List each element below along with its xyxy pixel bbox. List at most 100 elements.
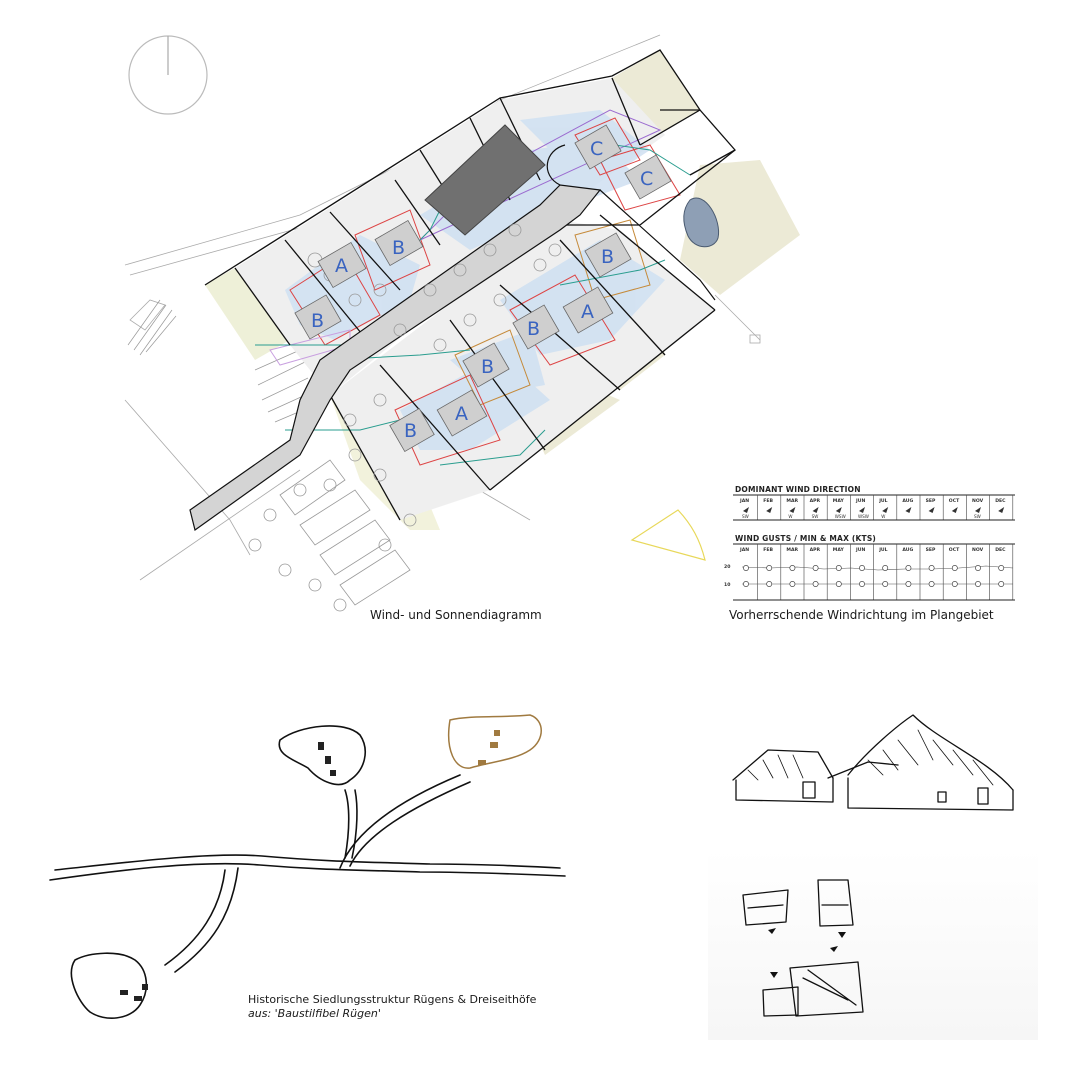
wind-arrow-icon (789, 507, 796, 513)
wind-month-label: MAR (786, 498, 798, 504)
wind-gust-dot (928, 565, 935, 571)
lot-labels: A B B B A B B A B C C (311, 138, 653, 442)
wind-month-label: JUN (855, 498, 865, 504)
farm-buildings (120, 742, 336, 1001)
wind-month-label: JUN (855, 547, 865, 553)
wind-direction-label: WSW (858, 514, 869, 519)
wind-arrow-icon (882, 507, 889, 513)
wind-month-label: NOV (972, 498, 984, 504)
wind-gust-dot (766, 581, 773, 587)
caption-source: 'Baustilfibel Rügen' (274, 1007, 381, 1020)
farmhouse-roof (732, 749, 834, 781)
parking (279, 459, 411, 606)
wind-month-label: MAY (833, 547, 845, 553)
site-plan-caption: Wind- und Sonnendiagramm (370, 608, 542, 622)
wind-gust-dot (998, 581, 1005, 587)
wind-gust-dot (789, 565, 796, 571)
farm-plan-box (817, 879, 854, 927)
lot-label: A (455, 403, 468, 425)
wind-gust-dot (975, 565, 981, 571)
wind-arrow-icon (743, 507, 749, 513)
wind-month-label: NOV (972, 547, 984, 553)
wind-gust-dot (951, 581, 958, 587)
wind-month-row-gusts: JAN FEB MAR APR MAY JUN JUL AUG SEP OCT NOV DEC (739, 544, 1014, 600)
settlement-caption-title: Historische Siedlungsstruktur Rügens & D… (248, 993, 537, 1006)
wind-month-label: AUG (902, 547, 913, 553)
farmhouse-roof (827, 761, 899, 779)
wind-gust-dot (905, 565, 912, 571)
wind-month-label: APR (810, 547, 821, 553)
farm-buildings (478, 730, 500, 765)
lot-label: A (581, 301, 594, 323)
farmhouse-wall (735, 777, 834, 803)
branch-road (164, 867, 239, 973)
wind-direction-label: SW (974, 514, 981, 519)
wind-month-label: DEC (995, 547, 1006, 553)
wind-arrow-icon (951, 507, 958, 513)
wind-direction-label: W (881, 514, 885, 519)
wind-month-label: DEC (995, 498, 1006, 504)
lot-label: B (392, 237, 405, 259)
village-outline (278, 725, 366, 786)
wind-direction-label: WSW (835, 514, 846, 519)
wind-month-label: FEB (763, 547, 773, 553)
wind-month-label: AUG (902, 498, 913, 504)
wind-month-label: FEB (763, 498, 773, 504)
farm-plan-box (762, 986, 799, 1017)
village-outline (70, 952, 148, 1019)
wind-month-label: JUL (878, 498, 887, 504)
wind-month-label: JUL (878, 547, 887, 553)
lot-label: C (640, 168, 653, 190)
wind-month-label: MAR (786, 547, 798, 553)
wind-gust-dot (951, 565, 958, 571)
wind-direction-label: SW (742, 514, 749, 519)
wind-axis-value: 20 (724, 564, 730, 570)
lot-label: B (481, 356, 494, 378)
site-plan: A B B B A B B A B C C DOMINANT WIND DIRE… (124, 34, 1015, 612)
wind-month-label: SEP (926, 547, 936, 553)
wind-month-label: OCT (949, 547, 960, 553)
entrance-markers (768, 928, 846, 978)
wind-gust-dot (928, 581, 935, 587)
wind-arrow-icon (859, 507, 865, 513)
settlement-caption-source: aus: 'Baustilfibel Rügen' (248, 1007, 536, 1021)
wind-direction-title: DOMINANT WIND DIRECTION (735, 485, 861, 494)
wind-gust-dot (905, 581, 912, 587)
wind-axis-value: 10 (724, 582, 730, 588)
wind-gusts-title: WIND GUSTS / MIN & MAX (KTS) (735, 534, 876, 543)
farm-plan-box (789, 961, 864, 1017)
wind-gust-dot (743, 581, 749, 587)
access-road (189, 144, 716, 532)
village-outline (448, 714, 542, 769)
wind-month-label: OCT (949, 498, 960, 504)
wind-table: DOMINANT WIND DIRECTION JAN SW FEB MAR W APR S… (724, 485, 1015, 601)
lot-label: C (590, 138, 603, 160)
wind-arrow-icon (835, 507, 842, 513)
wind-month-label: MAY (833, 498, 845, 504)
lot-label: B (527, 318, 540, 340)
wind-direction-label: W (788, 514, 792, 519)
lot-label: B (601, 246, 614, 268)
farmstead-sketch (732, 714, 1014, 1017)
wind-gust-dot (789, 581, 796, 587)
wind-month-label: SEP (926, 498, 936, 504)
wind-month-label: JAN (739, 547, 749, 553)
branch-road (339, 774, 471, 869)
wind-month-label: APR (810, 498, 821, 504)
wind-gust-dot (743, 565, 749, 571)
branch-road (344, 789, 358, 859)
existing-building (424, 124, 546, 236)
lot-label: B (404, 420, 417, 442)
farmhouse-roof (847, 714, 1014, 791)
wind-gust-dot (859, 565, 865, 571)
wind-gust-dot (882, 565, 889, 571)
wind-table-caption: Vorherrschende Windrichtung im Plangebie… (729, 608, 994, 622)
farmhouse-wall (847, 777, 1014, 811)
wind-arrow-icon (766, 507, 773, 513)
wind-gust-dot (975, 581, 981, 587)
plot-boundaries (204, 49, 736, 521)
wind-gust-dot (835, 565, 842, 571)
wind-gust-dot (766, 565, 773, 571)
lot-label: A (335, 255, 348, 277)
